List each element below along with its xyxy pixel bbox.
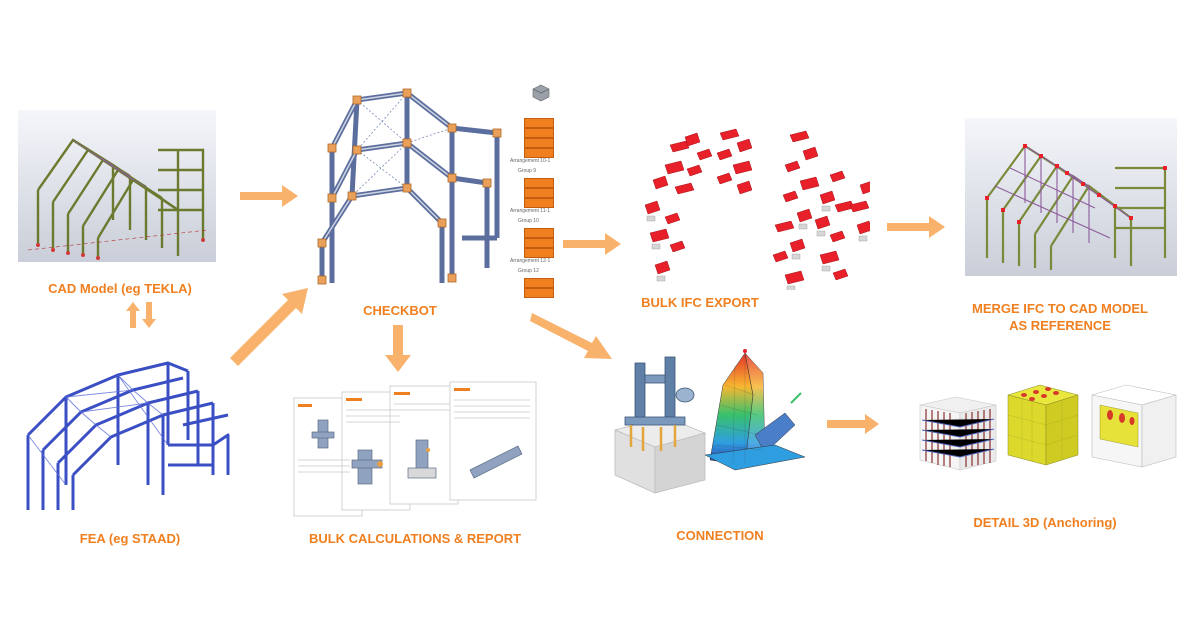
- ifc-part: [664, 212, 681, 225]
- flow-arrow-icon: [827, 414, 879, 434]
- ifc-part: [719, 128, 740, 141]
- ifc-part: [819, 250, 840, 265]
- cad-model-image: [18, 110, 216, 262]
- checkbot-groups-tree: Arrangement 10-1 Group 9 Arrangement 11-…: [510, 84, 560, 298]
- ifc-part: [716, 148, 733, 161]
- ifc-part: [832, 268, 849, 281]
- flow-arrow-icon: [385, 325, 411, 372]
- ifc-part: [684, 132, 701, 147]
- fea-label: FEA (eg STAAD): [79, 531, 181, 546]
- detail3d-image: [912, 375, 1182, 475]
- ifc-part: [819, 190, 836, 205]
- ifc-base-plate: [858, 235, 868, 242]
- flow-arrow-icon: [240, 185, 298, 207]
- flow-arrow-icon: [563, 233, 621, 255]
- merge-label: MERGE IFC TO CAD MODEL AS REFERENCE: [960, 300, 1160, 334]
- ifc-part: [654, 260, 671, 275]
- ifc-part: [772, 250, 789, 263]
- ifc-base-plate: [656, 275, 666, 282]
- tree-item: Arrangement 12-1: [510, 258, 551, 264]
- checkbot-label: CHECKBOT: [363, 303, 437, 318]
- tree-item: Arrangement 10-1: [510, 158, 551, 164]
- detail3d-label: DETAIL 3D (Anchoring): [973, 515, 1117, 530]
- flow-arrow-icon: [887, 216, 945, 238]
- ifc-part: [686, 164, 703, 177]
- checkbot-cube-icon: [532, 84, 550, 102]
- fea-model-image: [18, 345, 238, 515]
- ifc-part: [829, 230, 846, 243]
- cad-model-label: CAD Model (eg TEKLA): [48, 281, 192, 296]
- bidirectional-arrow-icon: [126, 302, 156, 328]
- ifc-part: [784, 270, 805, 285]
- ifc-part: [664, 160, 685, 175]
- connection-image: [605, 345, 820, 495]
- tree-item: Group 12: [518, 268, 539, 274]
- connection-label: CONNECTION: [676, 528, 764, 543]
- ifc-part: [789, 130, 810, 143]
- ifc-part: [736, 180, 753, 195]
- bulk-calc-label: BULK CALCULATIONS & REPORT: [308, 531, 522, 546]
- ifc-part: [696, 148, 713, 161]
- ifc-base-plate: [646, 215, 656, 222]
- ifc-base-plate: [821, 265, 831, 272]
- ifc-part: [669, 240, 686, 253]
- flow-arrow-icon: [530, 313, 612, 359]
- tree-item: Arrangement 11-1: [510, 208, 550, 214]
- tree-item: Group 9: [518, 168, 537, 174]
- ifc-part: [652, 175, 669, 190]
- ifc-part: [784, 160, 801, 173]
- ifc-base-plate: [786, 285, 796, 290]
- ifc-part: [799, 176, 820, 191]
- ifc-base-plate: [651, 243, 661, 250]
- ifc-part: [829, 170, 846, 183]
- tree-item: Group 10: [518, 218, 539, 224]
- ifc-part: [732, 160, 753, 175]
- ifc-part: [669, 140, 690, 153]
- bulk-ifc-export-image: [625, 125, 870, 290]
- ifc-part: [802, 146, 819, 161]
- ifc-part: [736, 138, 753, 153]
- ifc-part: [716, 172, 733, 185]
- merge-ifc-image: [965, 118, 1177, 276]
- ifc-part: [789, 238, 806, 253]
- ifc-part: [782, 190, 799, 203]
- merge-label-line2: AS REFERENCE: [1009, 318, 1111, 333]
- merge-label-line1: MERGE IFC TO CAD MODEL: [972, 301, 1148, 316]
- ifc-part: [859, 181, 870, 195]
- ifc-part: [644, 200, 661, 215]
- ifc-base-plate: [816, 230, 826, 237]
- ifc-base-plate: [798, 223, 808, 230]
- ifc-part: [814, 215, 831, 230]
- ifc-part: [649, 228, 670, 243]
- bulk-calc-report-image: [290, 380, 540, 520]
- ifc-part: [849, 200, 870, 213]
- ifc-base-plate: [791, 253, 801, 260]
- bulk-ifc-label: BULK IFC EXPORT: [641, 295, 759, 310]
- ifc-part: [796, 208, 813, 223]
- ifc-part: [774, 220, 795, 233]
- ifc-part: [674, 182, 695, 195]
- ifc-part: [856, 220, 870, 235]
- flow-arrow-icon: [230, 288, 308, 366]
- ifc-base-plate: [821, 205, 831, 212]
- checkbot-frame-image: [312, 88, 507, 288]
